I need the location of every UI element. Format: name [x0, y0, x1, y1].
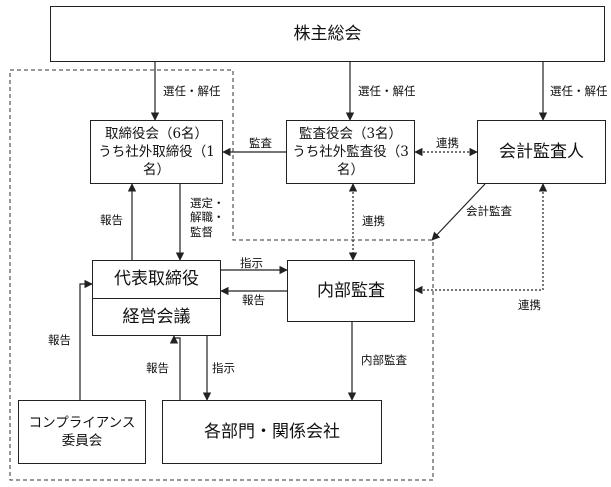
- label-elect-audit-board: 選任・解任: [358, 84, 416, 98]
- departments-label: 各部門・関係会社: [204, 421, 340, 442]
- arrow-coop-accounting-internal: [414, 183, 548, 295]
- label-coop-accounting-internal: 連携: [518, 298, 541, 312]
- president-management-box: 代表取締役 経営会議: [92, 260, 221, 336]
- internal-audit-box: 内部監査: [287, 260, 415, 322]
- label-report-departments: 報告: [146, 361, 169, 375]
- label-coop-audit-accounting: 連携: [436, 136, 459, 150]
- compliance-line2: 委員会: [61, 433, 103, 449]
- compliance-box: コンプライアンス 委員会: [18, 400, 146, 464]
- label-internal-audit: 内部監査: [361, 353, 407, 367]
- internal-audit-label: 内部監査: [317, 280, 385, 301]
- board-outside-directors: うち社外取締役（1名）: [98, 143, 215, 179]
- management-meeting-label: 経営会議: [122, 306, 191, 327]
- label-select-line1: 選定・: [190, 196, 225, 210]
- management-meeting-cell: 経営会議: [93, 299, 220, 335]
- accounting-auditor-label: 会計監査人: [499, 141, 584, 162]
- president-cell: 代表取締役: [93, 261, 220, 299]
- label-select-line3: 監督: [190, 224, 213, 239]
- label-report-compliance: 報告: [48, 333, 71, 347]
- arrow-report-compliance: [79, 279, 93, 400]
- label-coop-audit-internal: 連携: [362, 214, 385, 228]
- label-accounting-audit: 会計監査: [466, 204, 512, 218]
- board-box: 取締役会（6名） うち社外取締役（1名）: [90, 120, 223, 184]
- label-instruct-internal: 指示: [240, 256, 263, 270]
- compliance-line1: コンプライアンス: [28, 414, 136, 431]
- audit-board-box: 監査役会（3名） うち社外監査役（3名）: [286, 120, 415, 184]
- shareholders-box: 株主総会: [50, 6, 605, 62]
- label-select-dismiss-supervise: 選定・ 解職・ 監督: [190, 196, 225, 239]
- label-report-president: 報告: [242, 293, 265, 307]
- label-elect-board: 選任・解任: [163, 84, 221, 98]
- president-label: 代表取締役: [114, 269, 199, 290]
- label-instruct-departments: 指示: [212, 361, 235, 375]
- shareholders-label: 株主総会: [293, 23, 362, 44]
- board-title: 取締役会（6名）: [104, 125, 209, 142]
- label-elect-accounting: 選任・解任: [550, 84, 608, 98]
- accounting-auditor-box: 会計監査人: [477, 120, 606, 184]
- departments-box: 各部門・関係会社: [162, 400, 382, 464]
- arrow-report-departments: [169, 335, 181, 400]
- governance-boundary: [9, 69, 434, 481]
- audit-board-outside-auditors: うち社外監査役（3名）: [292, 143, 409, 179]
- label-report-board: 報告: [100, 213, 123, 227]
- audit-board-title: 監査役会（3名）: [298, 125, 403, 142]
- label-select-line2: 解職・: [190, 210, 225, 225]
- label-audit: 監査: [249, 136, 272, 150]
